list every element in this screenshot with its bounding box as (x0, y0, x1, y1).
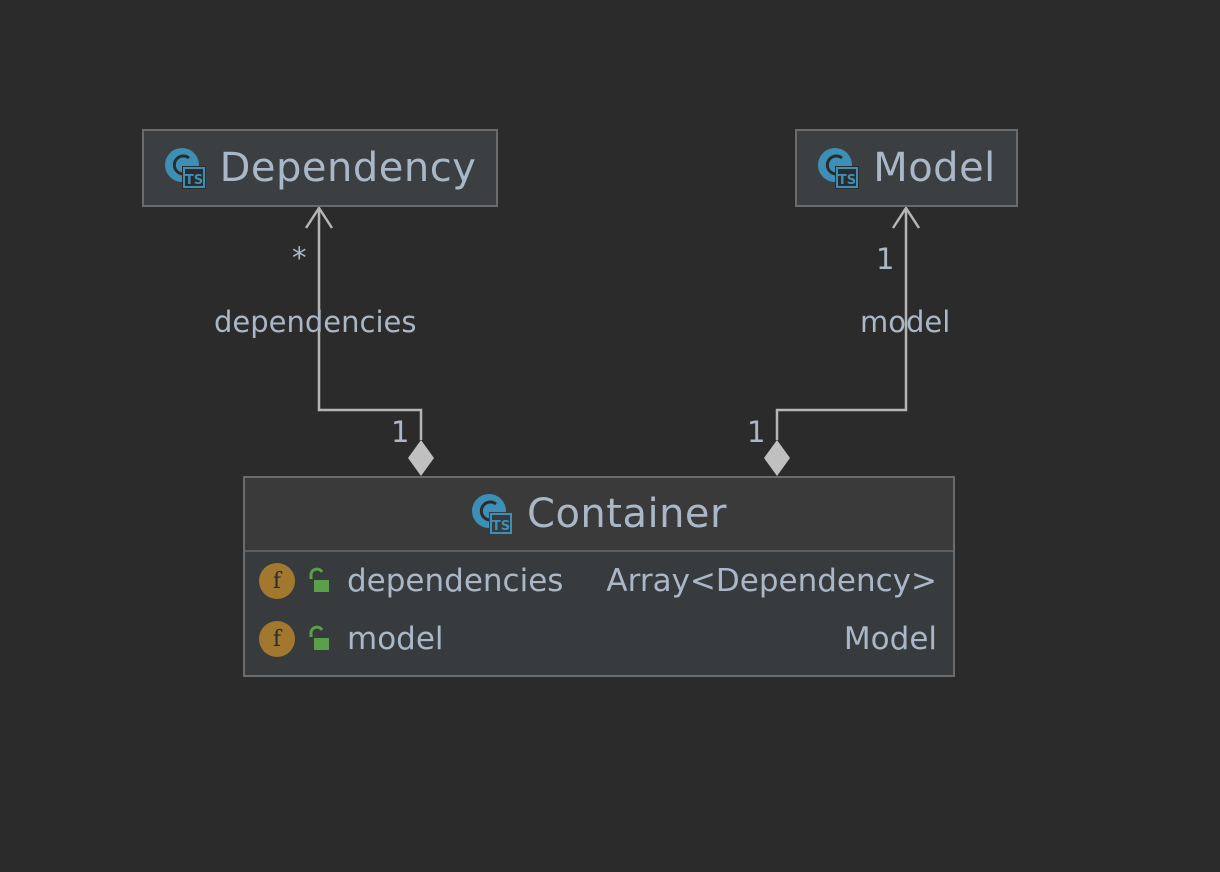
model-target-multiplicity: 1 (876, 242, 895, 276)
typescript-class-icon: TS (818, 148, 860, 189)
typescript-class-icon: TS (164, 148, 206, 189)
field-name: dependencies (347, 563, 564, 599)
class-dependency[interactable]: TS Dependency (142, 129, 498, 207)
open-arrowhead (891, 205, 921, 229)
field-type: Model (843, 621, 937, 657)
open-arrowhead (304, 205, 334, 229)
unlocked-visibility-icon (309, 625, 329, 650)
class-header: TS Container (245, 478, 953, 552)
model-association-edge[interactable] (764, 205, 921, 476)
typescript-class-icon: TS (472, 494, 514, 535)
dependencies-target-multiplicity: * (292, 241, 307, 275)
field-row-dependencies[interactable]: f dependencies Array<Dependency> (245, 552, 953, 610)
model-source-multiplicity: 1 (747, 415, 766, 449)
svg-text:TS: TS (838, 173, 856, 188)
dependencies-source-multiplicity: 1 (391, 415, 410, 449)
field-type: Array<Dependency> (606, 563, 937, 599)
svg-text:TS: TS (184, 173, 202, 188)
class-model[interactable]: TS Model (795, 129, 1018, 207)
dependencies-role-label: dependencies (214, 305, 417, 339)
composition-diamond (764, 440, 790, 476)
class-header: TS Model (797, 131, 1016, 205)
class-name: Model (873, 145, 996, 191)
class-name: Dependency (219, 145, 477, 191)
field-row-model[interactable]: f model Model (245, 610, 953, 668)
class-header: TS Dependency (144, 131, 496, 205)
field-icon: f (259, 621, 295, 657)
unlocked-visibility-icon (309, 567, 329, 592)
field-name: model (347, 621, 444, 657)
class-name: Container (527, 491, 727, 537)
field-icon: f (259, 563, 295, 599)
model-role-label: model (860, 305, 951, 339)
class-container[interactable]: TS Container f dependencies Array<Depend… (243, 476, 955, 677)
composition-diamond (408, 440, 434, 476)
dependencies-association-edge[interactable] (304, 205, 434, 476)
svg-text:TS: TS (492, 519, 510, 534)
